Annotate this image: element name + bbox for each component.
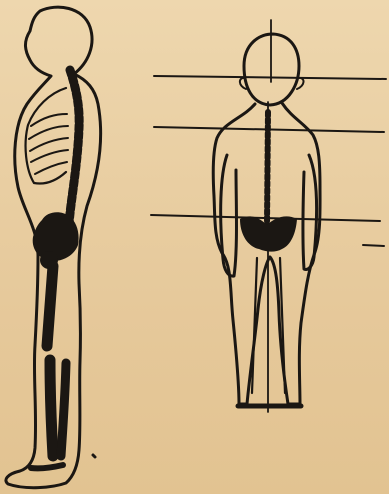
front-view-figure xyxy=(151,20,386,412)
side-view-figure xyxy=(6,7,101,488)
paper-speck xyxy=(93,455,95,457)
